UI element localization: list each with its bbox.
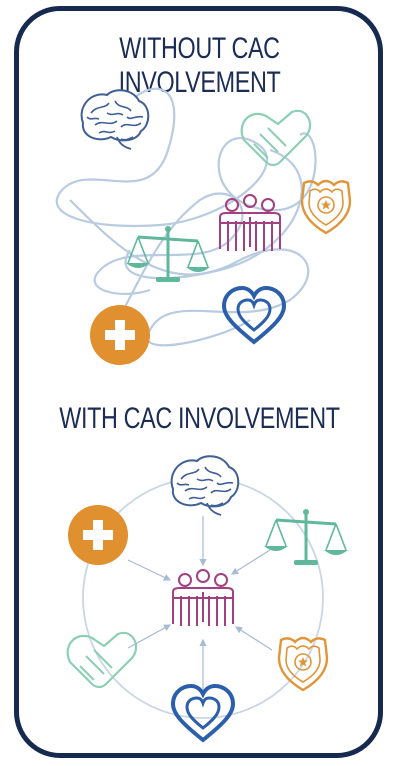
top-heart-icon [222,286,286,344]
top-handshake-icon [240,109,312,167]
bottom-medical-cross-icon [68,505,128,565]
heading-without-cac: WITHOUT CAC INVOLVEMENT [118,32,281,99]
bottom-family-icon [172,569,234,627]
arrows-to-center [127,516,273,690]
heading-with-cac: WITH CAC INVOLVEMENT [59,402,340,435]
top-medical-cross-icon [90,305,150,365]
bottom-police-badge-icon [277,636,329,692]
top-brain-icon [80,89,150,150]
bottom-handshake-icon [66,631,138,689]
bottom-scales-of-justice-icon [262,507,350,567]
card-frame [14,6,383,758]
bottom-brain-icon [170,455,240,516]
bottom-heart-icon [171,684,235,742]
